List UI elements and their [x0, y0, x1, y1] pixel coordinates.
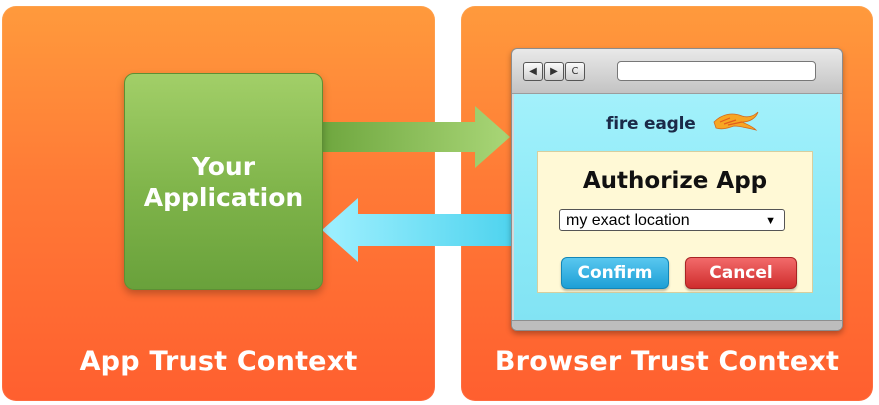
browser-status-bar	[512, 320, 842, 330]
browser-trust-context-label: Browser Trust Context	[494, 346, 840, 377]
your-application-box: Your Application	[124, 73, 323, 290]
fire-eagle-logo-icon	[713, 111, 759, 131]
reload-icon[interactable]: C	[565, 62, 585, 81]
response-arrow	[322, 198, 514, 262]
app-box-line1: Your	[191, 151, 256, 181]
forward-icon[interactable]: ▶	[544, 62, 564, 81]
app-trust-context-label: App Trust Context	[79, 346, 358, 377]
authorize-dialog: Authorize App my exact location ▼ Confir…	[537, 151, 813, 293]
browser-toolbar: ◀ ▶ C	[512, 49, 842, 94]
app-trust-context-panel: App Trust Context	[2, 6, 435, 401]
browser-content: fire eagle Authorize App my exact locati…	[514, 94, 840, 320]
authorize-title: Authorize App	[582, 168, 768, 194]
cancel-button[interactable]: Cancel	[685, 257, 797, 289]
back-icon[interactable]: ◀	[523, 62, 543, 81]
browser-window: ◀ ▶ C fire eagle Authorize App my exact …	[511, 48, 843, 331]
request-arrow	[320, 106, 510, 168]
location-precision-select[interactable]: my exact location ▼	[559, 209, 785, 231]
location-select-value: my exact location	[566, 212, 690, 229]
confirm-button[interactable]: Confirm	[561, 257, 669, 289]
app-box-line2: Application	[143, 182, 304, 212]
fire-eagle-brand: fire eagle	[606, 114, 696, 134]
url-bar[interactable]	[617, 61, 816, 81]
dropdown-arrow-icon: ▼	[765, 215, 776, 227]
